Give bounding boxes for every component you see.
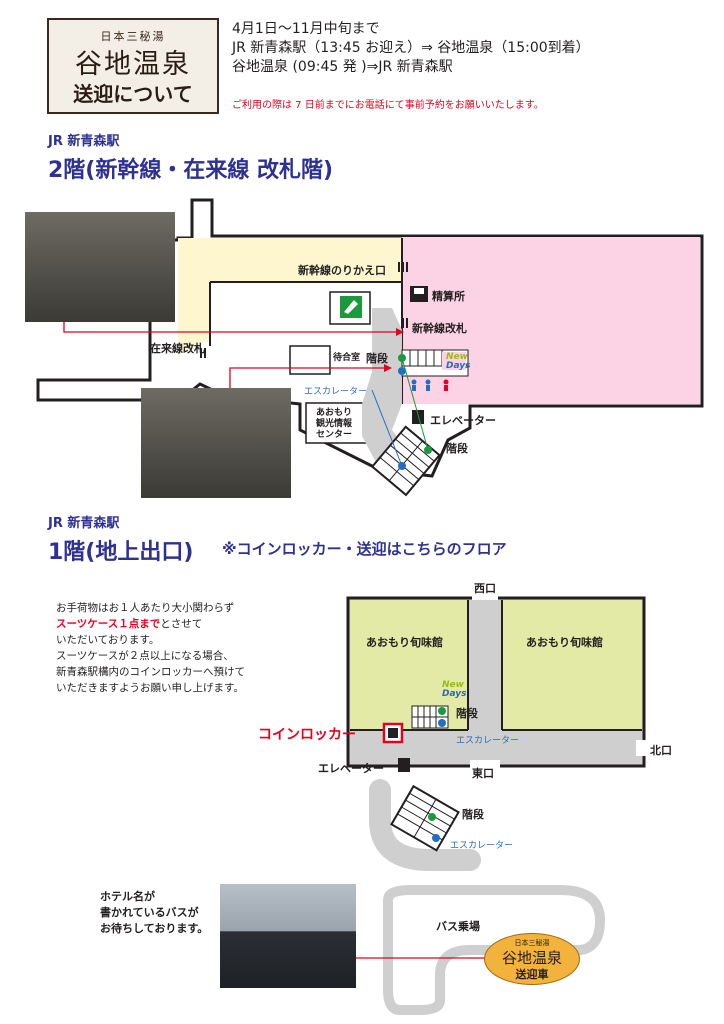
coin-locker-label: コインロッカー xyxy=(258,727,356,743)
shinkansen-gate-label: 新幹線改札 xyxy=(412,322,467,335)
floor1-stairs-label: 階段 xyxy=(456,707,478,720)
fare-adjust-label: 精算所 xyxy=(432,290,465,303)
shinkansen-transfer-photo xyxy=(141,388,291,498)
schedule-return: 谷地温泉 (09:45 発 )⇒JR 新青森駅 xyxy=(232,59,453,75)
tourist-center-label-3: センター xyxy=(316,430,353,440)
luggage-line-3: いただいております。 xyxy=(56,634,160,646)
yachi-onsen-logo: 日本三秘湯 谷地温泉 送迎について xyxy=(47,18,219,114)
logo-tagline: 日本三秘湯 xyxy=(100,30,166,43)
local-gate-label: 在来線改札 xyxy=(150,342,205,355)
floor1-escalator-label: エスカレーター xyxy=(456,736,520,746)
luggage-line-1: お手荷物はお１人あたり大小関わらず xyxy=(56,602,235,614)
shuttle-bus-photo xyxy=(220,884,356,988)
luggage-line-4: スーツケースが２点以上になる場合、 xyxy=(56,650,234,662)
schedule-period: 4月1日～11月中旬まで xyxy=(232,21,380,37)
newdays-label-1: New xyxy=(446,352,468,362)
newdays-floor1-2: Days xyxy=(442,689,467,699)
floor1-title: 1階(地上出口) xyxy=(48,540,194,565)
tourist-center-label-1: あおもり xyxy=(316,408,353,418)
shop-left-label: あおもり旬味館 xyxy=(366,636,443,649)
elevator-icon-floor2 xyxy=(412,410,424,424)
escalator-label: エスカレーター xyxy=(304,387,368,397)
waiting-room-label: 待合室 xyxy=(333,353,361,363)
floor1-note: ※コインロッカー・送迎はこちらのフロア xyxy=(222,540,507,558)
shuttle-sign: 日本三秘湯 谷地温泉 送迎車 xyxy=(484,933,580,985)
bus-stop-label: バス乗場 xyxy=(436,920,480,933)
local-line-area xyxy=(178,238,402,355)
floor2-title: 2階(新幹線・在来線 改札階) xyxy=(48,158,334,183)
bus-caption-1: ホテル名が xyxy=(100,890,155,903)
floor2-station-name: JR 新青森駅 xyxy=(48,134,120,149)
stairs-down-label: 階段 xyxy=(446,442,468,455)
north-exit-label: 北口 xyxy=(650,744,672,757)
newdays-floor1-1: New xyxy=(442,680,464,690)
stairs-down-floor2 xyxy=(370,425,441,497)
tourist-center-label-2: 観光情報 xyxy=(316,419,353,429)
shop-left-area xyxy=(350,600,468,730)
stairs-label: 階段 xyxy=(366,352,388,365)
transfer-gate-label: 新幹線のりかえ口 xyxy=(298,264,386,277)
reservation-notice: ご利用の際は 7 日前までにお電話にて事前予約をお願いいたします。 xyxy=(232,100,544,111)
shop-right-area xyxy=(502,600,642,730)
elevator-label: エレベーター xyxy=(430,414,496,427)
logo-subtitle: 送迎について xyxy=(73,82,193,106)
luggage-limit: スーツケース１点まで xyxy=(56,618,161,630)
luggage-line-6: いただきますようお願い申し上げます。 xyxy=(56,682,244,694)
elevator-icon-floor1 xyxy=(398,758,410,772)
sign-tagline: 日本三秘湯 xyxy=(514,939,550,947)
sign-name: 谷地温泉 xyxy=(501,949,562,967)
outdoor-stairs-label: 階段 xyxy=(462,808,484,821)
newdays-label-2: Days xyxy=(446,361,471,371)
local-line-gate-photo xyxy=(25,212,175,322)
floor1-elevator-label: エレベーター xyxy=(318,762,384,775)
outdoor-escalator-label: エスカレーター xyxy=(450,841,514,851)
escalator-marker-blue xyxy=(398,367,406,375)
luggage-line-2-rest: とさせて xyxy=(160,618,203,630)
west-exit-label: 西口 xyxy=(474,582,496,595)
luggage-line-2: スーツケース１点までとさせて xyxy=(56,616,245,632)
shop-right-label: あおもり旬味館 xyxy=(526,636,603,649)
east-exit-label: 東口 xyxy=(472,767,494,780)
luggage-notice: お手荷物はお１人あたり大小関わらず スーツケース１点までとさせて いただいており… xyxy=(56,600,245,696)
sign-subtitle: 送迎車 xyxy=(515,968,549,981)
bus-caption-3: お待ちしております。 xyxy=(100,922,209,935)
stairs-outdoor xyxy=(390,784,460,852)
bus-caption-2: 書かれているバスが xyxy=(100,906,199,919)
floor1-station-name: JR 新青森駅 xyxy=(48,516,120,531)
schedule-pickup: JR 新青森駅（13:45 お迎え）⇒ 谷地温泉（15:00到着） xyxy=(232,40,590,56)
logo-name: 谷地温泉 xyxy=(75,49,191,80)
luggage-line-5: 新青森駅構内のコインロッカーへ預けて xyxy=(56,666,245,678)
